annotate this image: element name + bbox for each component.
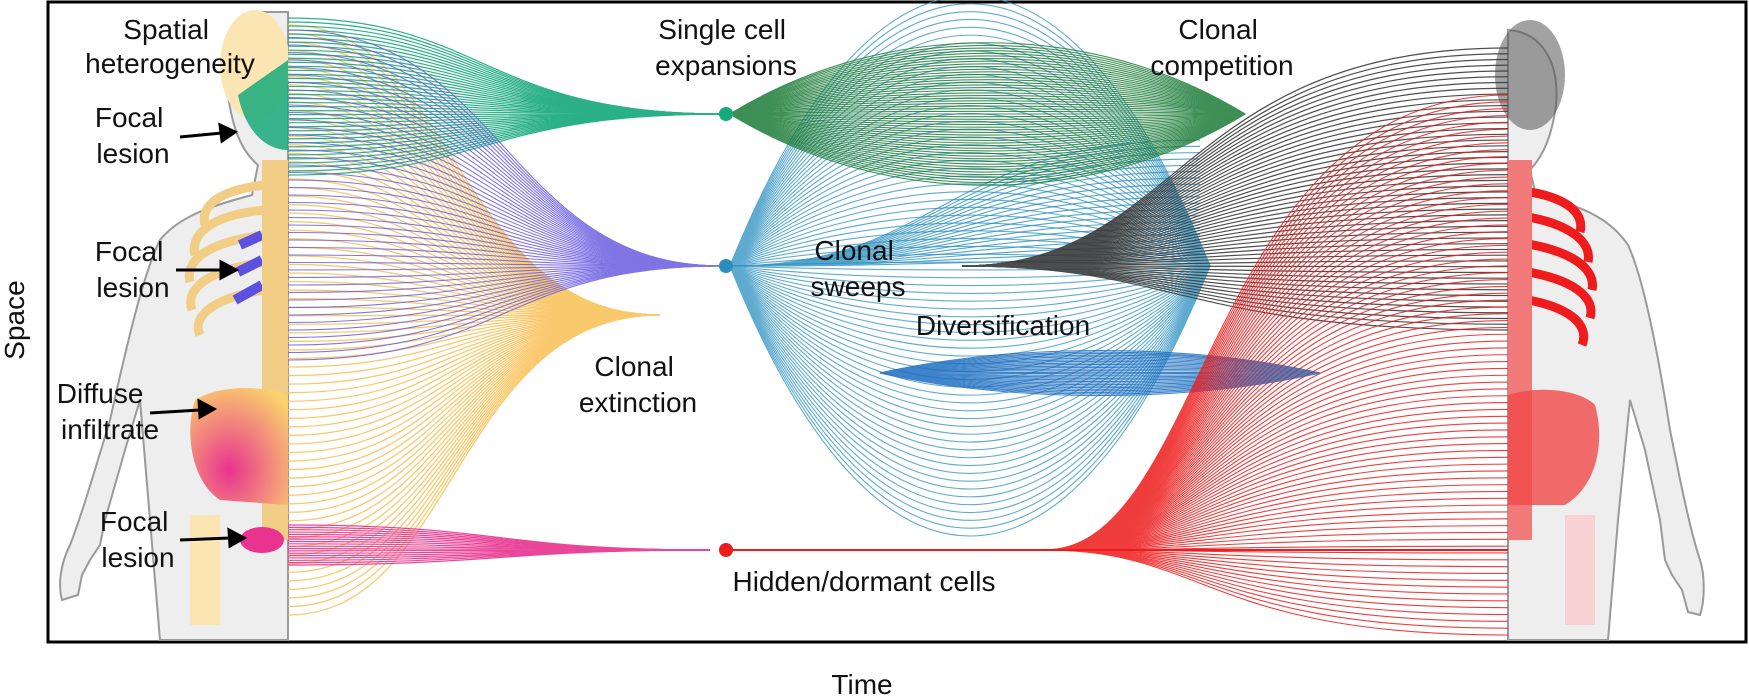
pelvis-diffuse-infiltrate	[190, 388, 288, 505]
label-single-cell-expansions: Single cell expansions	[655, 14, 797, 81]
arrowhead-4	[227, 527, 248, 549]
label-clonal-sweeps: Clonal sweeps	[811, 235, 906, 302]
green-competition-lens	[729, 42, 1246, 186]
teal-origin-node	[719, 107, 733, 121]
femur-bone	[190, 515, 220, 625]
label-focal-lesion-3: Focal lesion	[100, 506, 176, 573]
y-axis-label: Space	[0, 280, 30, 359]
right-body-illustration	[1495, 20, 1705, 641]
lesion-arrows	[149, 122, 248, 549]
red-origin-node	[719, 543, 733, 557]
label-clonal-competition: Clonal competition	[1150, 14, 1293, 81]
arrow-focal-3	[179, 536, 231, 542]
arrowhead-2	[219, 259, 240, 281]
label-spatial-heterogeneity: Spatial heterogeneity	[85, 14, 255, 79]
red-relapse-fan	[1044, 94, 1509, 636]
label-diffuse-infiltrate: Diffuse infiltrate	[57, 378, 159, 445]
arrow-diffuse	[149, 408, 201, 415]
label-hidden-dormant-cells: Hidden/dormant cells	[732, 566, 995, 597]
arrowhead-3	[197, 398, 218, 420]
clonal-fans	[287, 0, 1509, 636]
right-skull	[1495, 20, 1565, 130]
pink-lesion-fan	[287, 524, 711, 566]
skull-lesion	[238, 60, 288, 150]
arrowhead-1	[218, 122, 239, 144]
x-axis-label: Time	[831, 669, 892, 698]
label-clonal-extinction: Clonal extinction	[579, 351, 697, 418]
femur-lesion	[240, 527, 284, 553]
arrow-focal-1	[179, 131, 223, 139]
left-body-illustration	[59, 10, 290, 641]
annotations: Spatial heterogeneity Focal lesion Focal…	[57, 14, 1294, 597]
right-pelvis	[1508, 389, 1600, 505]
purple-expansion-fan	[287, 29, 723, 361]
label-diversification: Diversification	[916, 310, 1090, 341]
right-femur	[1565, 515, 1595, 625]
cyan-origin-node	[719, 259, 733, 273]
rib-lesions	[232, 230, 265, 305]
label-focal-lesion-2: Focal lesion	[95, 236, 171, 303]
label-focal-lesion-1: Focal lesion	[95, 102, 171, 169]
